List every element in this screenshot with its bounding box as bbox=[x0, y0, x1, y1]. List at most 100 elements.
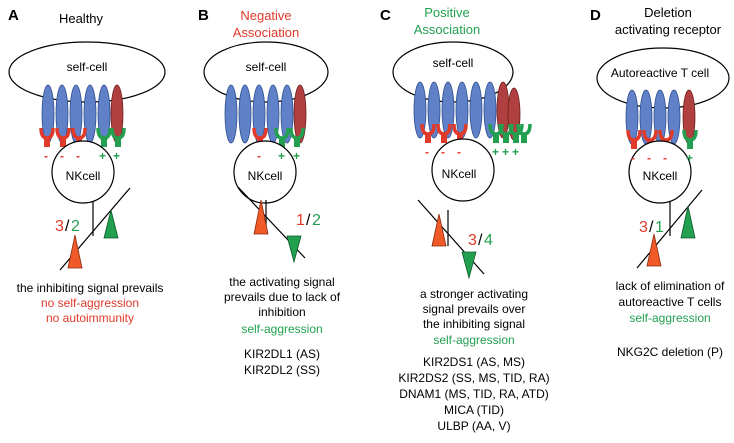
outcome-line-2: autoreactive T cells bbox=[619, 295, 722, 309]
ratio-left: 3 bbox=[55, 218, 64, 235]
minus-sign: - bbox=[257, 149, 261, 163]
panel-d-nk-cell-label: NKcell bbox=[643, 169, 678, 183]
ratio-right: 1 bbox=[655, 219, 664, 236]
panel-d-letter: D bbox=[590, 7, 601, 24]
panel-c-letter: C bbox=[380, 7, 391, 24]
inhibitory-receptor bbox=[452, 123, 468, 143]
panel-d-balance bbox=[636, 189, 703, 269]
panel-c-balance bbox=[417, 199, 485, 280]
panel-d-t-cell-label: Autoreactive T cell bbox=[611, 66, 709, 80]
panel-b-outcome: the activating signal prevails due to la… bbox=[224, 275, 341, 336]
green-weight-triangle bbox=[680, 205, 696, 239]
ratio-left: 3 bbox=[639, 219, 648, 236]
outcome-line-1: the activating signal bbox=[229, 275, 334, 289]
outcome-line-2: prevails due to lack of bbox=[224, 290, 341, 304]
gene-line: KIR2DL1 (AS) bbox=[244, 347, 320, 361]
panel-b-nk-cell-label: NKcell bbox=[248, 169, 283, 183]
panel-b-self-cell bbox=[203, 41, 329, 103]
panel-a-ratio: 3 / 2 bbox=[55, 218, 80, 235]
gene-line: KIR2DL2 (SS) bbox=[244, 363, 320, 377]
red-weight-triangle bbox=[253, 199, 269, 235]
inhibitory-receptor bbox=[626, 129, 642, 149]
minus-sign: - bbox=[425, 145, 429, 159]
ratio-right: 2 bbox=[71, 218, 80, 235]
ratio-right: 2 bbox=[312, 212, 321, 229]
outcome-line-1: lack of elimination of bbox=[616, 279, 725, 293]
panel-c-outcome: a stronger activating signal prevails ov… bbox=[420, 287, 528, 347]
ligand-blue bbox=[469, 81, 483, 139]
red-weight-triangle bbox=[67, 234, 83, 269]
outcome-colored-line-2: no autoimmunity bbox=[46, 311, 134, 325]
panel-b-ligands bbox=[224, 84, 307, 144]
panel-a-balance bbox=[59, 187, 131, 271]
ratio-right: 4 bbox=[484, 232, 493, 249]
minus-sign: - bbox=[76, 149, 80, 163]
minus-sign: - bbox=[663, 151, 667, 165]
panel-b: B Negative Association self-cell NKcell … bbox=[198, 7, 341, 377]
panel-d-genes: NKG2C deletion (P) bbox=[617, 345, 723, 359]
panel-c-receptors bbox=[420, 123, 532, 143]
panel-a: A Healthy self-cell NKcell - - - + bbox=[8, 7, 166, 325]
green-weight-triangle bbox=[461, 251, 477, 280]
plus-sign: + bbox=[512, 145, 519, 159]
panel-c-self-cell-label: self-cell bbox=[433, 56, 474, 70]
panel-c-genes: KIR2DS1 (AS, MS) KIR2DS2 (SS, MS, TID, R… bbox=[398, 355, 549, 433]
minus-sign: - bbox=[44, 149, 48, 163]
ligand-maroon bbox=[293, 84, 307, 144]
outcome-line-3: inhibition bbox=[258, 305, 305, 319]
gene-line: KIR2DS2 (SS, MS, TID, RA) bbox=[398, 371, 549, 385]
gene-line: ULBP (AA, V) bbox=[437, 419, 510, 433]
panel-a-self-cell-label: self-cell bbox=[67, 60, 108, 74]
outcome-colored-line-1: no self-aggression bbox=[41, 296, 139, 310]
gene-line: MICA (TID) bbox=[444, 403, 504, 417]
ratio-separator: / bbox=[306, 212, 311, 229]
outcome-colored-line-1: self-aggression bbox=[629, 311, 710, 325]
panel-b-nk-cell bbox=[233, 140, 297, 204]
ligand-blue bbox=[238, 84, 252, 144]
inhibitory-receptor bbox=[39, 127, 55, 147]
panel-b-letter: B bbox=[198, 7, 209, 24]
outcome-line-1: a stronger activating bbox=[420, 287, 528, 301]
gene-line: KIR2DS1 (AS, MS) bbox=[423, 355, 525, 369]
activating-receptor bbox=[274, 127, 290, 147]
panel-b-ratio: 1 / 2 bbox=[296, 212, 321, 229]
gene-line: DNAM1 (MS, TID, RA, ATD) bbox=[399, 387, 549, 401]
panel-a-title-line-1: Healthy bbox=[59, 11, 104, 26]
plus-sign: + bbox=[113, 149, 120, 163]
green-weight-triangle bbox=[103, 209, 119, 239]
activating-receptor bbox=[516, 123, 532, 143]
plus-sign: + bbox=[502, 145, 509, 159]
panel-d-title-line-2: activating receptor bbox=[615, 22, 722, 37]
panel-d: D Deletion activating receptor Autoreact… bbox=[590, 5, 730, 359]
panel-a-nk-cell-label: NKcell bbox=[66, 169, 101, 183]
panel-d-ratio: 3 / 1 bbox=[639, 219, 664, 236]
panel-b-title-line-2: Association bbox=[233, 25, 299, 40]
panel-c-ratio: 3 / 4 bbox=[468, 232, 493, 249]
panel-b-genes: KIR2DL1 (AS) KIR2DL2 (SS) bbox=[244, 347, 320, 377]
minus-sign: - bbox=[647, 151, 651, 165]
panel-d-signs: - - - + bbox=[631, 151, 693, 165]
outcome-colored-line-1: self-aggression bbox=[241, 322, 322, 336]
inhibitory-receptor bbox=[420, 123, 436, 143]
panel-c-signs: - - - + + + bbox=[425, 145, 519, 159]
panel-a-signs: - - - + + bbox=[44, 149, 120, 163]
panel-c-title-line-2: Association bbox=[414, 22, 480, 37]
activating-receptor bbox=[289, 127, 305, 147]
minus-sign: - bbox=[457, 145, 461, 159]
minus-sign: - bbox=[60, 149, 64, 163]
ligand-blue bbox=[69, 84, 83, 144]
panel-d-title-line-1: Deletion bbox=[644, 5, 692, 20]
panel-b-title-line-1: Negative bbox=[240, 8, 291, 23]
panel-c-nk-cell bbox=[431, 138, 495, 202]
activating-receptor bbox=[682, 129, 698, 149]
panel-b-signs: - + + bbox=[257, 149, 300, 163]
inhibitory-receptor bbox=[55, 127, 71, 147]
gene-line: NKG2C deletion (P) bbox=[617, 345, 723, 359]
panel-a-outcome: the inhibiting signal prevails no self-a… bbox=[17, 281, 164, 325]
minus-sign: - bbox=[631, 151, 635, 165]
outcome-line-3: the inhibiting signal bbox=[423, 317, 525, 331]
activating-receptor bbox=[110, 127, 126, 147]
panel-a-nk-cell bbox=[51, 140, 115, 204]
panel-b-balance bbox=[237, 186, 306, 264]
outcome-line-1: the inhibiting signal prevails bbox=[17, 281, 164, 295]
